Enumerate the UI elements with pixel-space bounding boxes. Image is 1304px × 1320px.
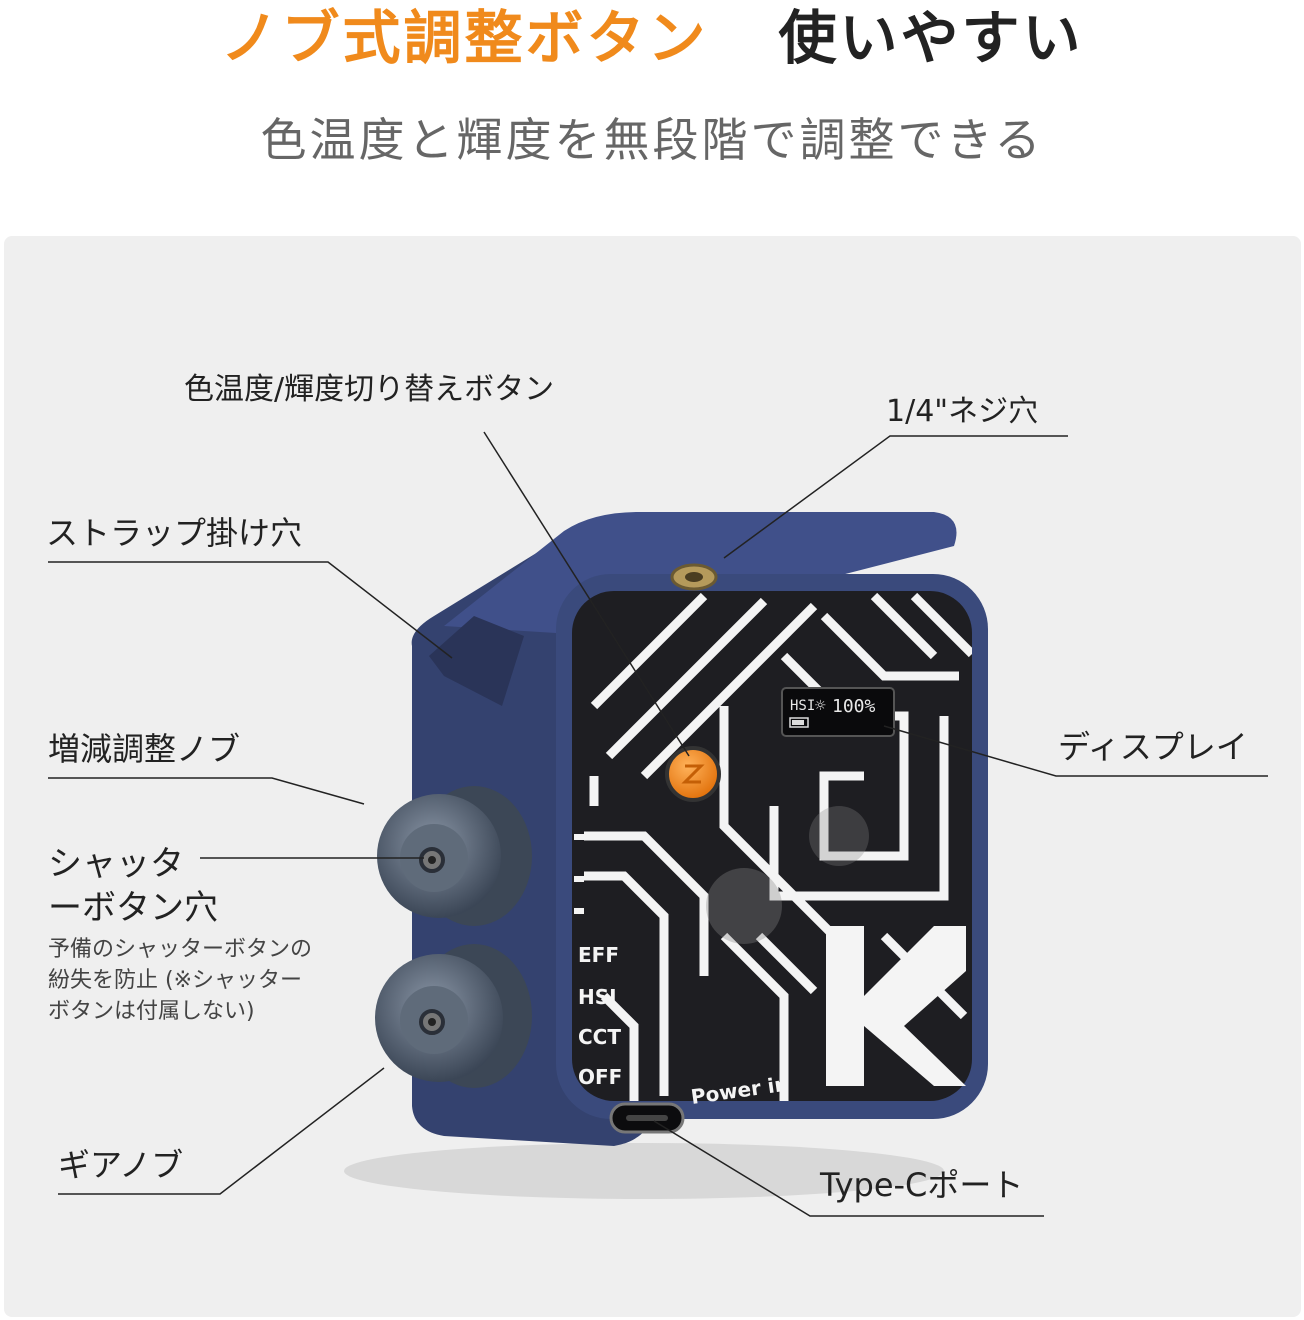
callout-mode-button: 色温度/輝度切り替えボタン	[184, 372, 555, 407]
display-screen	[781, 687, 895, 737]
mode-label-hsi: HSI	[578, 985, 617, 1009]
strap-notch	[429, 616, 524, 706]
callout-gear-knob: ギアノブ	[58, 1146, 184, 1184]
callout-shutter-line2: ーボタン穴	[48, 888, 218, 928]
led-light-illustration: HSI ☼ 100% EFF HSI CCT OFF Power in	[344, 511, 988, 1199]
callout-typec: Type-Cポート	[820, 1166, 1024, 1204]
display-mode-text: HSI	[790, 698, 815, 714]
shutter-note-2: 紛失を防止 (※シャッター	[48, 968, 303, 993]
callout-knob: 増減調整ノブ	[48, 730, 241, 768]
product-panel: HSI ☼ 100% EFF HSI CCT OFF Power in	[4, 236, 1301, 1317]
callout-strap-hole: ストラップ掛け穴	[46, 514, 303, 552]
headline: ノブ式調整ボタン 使いやすい	[0, 0, 1304, 80]
mode-label-off: OFF	[578, 1065, 622, 1089]
display-value-text: 100%	[832, 696, 876, 717]
mode-label-eff: EFF	[578, 943, 619, 967]
gear-knob-icon	[375, 944, 532, 1088]
adjust-knob-icon	[377, 786, 532, 926]
mode-label-cct: CCT	[578, 1025, 621, 1049]
leader-lines	[48, 431, 1268, 1217]
brightness-icon: ☼	[814, 698, 827, 714]
shutter-note-1: 予備のシャッターボタンの	[48, 937, 313, 962]
headline-highlight: ノブ式調整ボタン	[220, 4, 709, 72]
shutter-note-3: ボタンは付属しない)	[48, 999, 255, 1024]
callout-screw-hole: 1/4"ネジ穴	[886, 394, 1039, 429]
headline-text: 使いやすい	[778, 4, 1084, 72]
brand-logo-icon	[826, 926, 966, 1086]
subtitle: 色温度と輝度を無段階で調整できる	[260, 113, 1044, 167]
battery-icon	[789, 717, 809, 728]
callout-display: ディスプレイ	[1058, 728, 1248, 766]
callout-shutter-line1: シャッタ	[48, 844, 184, 884]
